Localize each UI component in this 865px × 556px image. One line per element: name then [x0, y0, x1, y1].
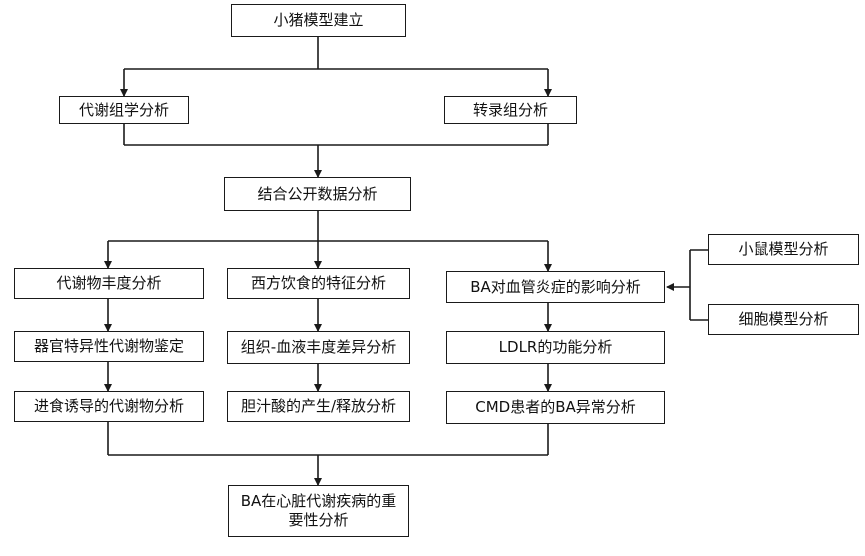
node-metabolomics: 代谢组学分析 [59, 96, 189, 124]
node-ldlr-label: LDLR的功能分析 [498, 338, 613, 357]
node-ba-inflammation: BA对血管炎症的影响分析 [446, 271, 665, 303]
node-final-importance-label: BA在心脏代谢疾病的重要性分析 [240, 492, 397, 529]
node-transcriptomics-label: 转录组分析 [472, 100, 548, 119]
node-public-data: 结合公开数据分析 [224, 177, 411, 211]
node-metabolomics-label: 代谢组学分析 [78, 100, 169, 119]
node-transcriptomics: 转录组分析 [444, 96, 577, 124]
node-organ-specific-label: 器官特异性代谢物鉴定 [33, 337, 184, 356]
node-public-data-label: 结合公开数据分析 [257, 184, 378, 203]
node-tissue-blood-label: 组织-血液丰度差异分析 [240, 338, 397, 357]
node-western-diet: 西方饮食的特征分析 [227, 268, 410, 299]
node-bile-acid-label: 胆汁酸的产生/释放分析 [240, 397, 397, 416]
node-cell-model-label: 细胞模型分析 [738, 310, 829, 329]
node-tissue-blood: 组织-血液丰度差异分析 [227, 331, 410, 364]
node-final-importance: BA在心脏代谢疾病的重要性分析 [228, 485, 409, 537]
node-pig-model-label: 小猪模型建立 [273, 11, 364, 30]
node-feeding-induced: 进食诱导的代谢物分析 [14, 391, 204, 422]
node-western-diet-label: 西方饮食的特征分析 [250, 274, 386, 293]
node-organ-specific: 器官特异性代谢物鉴定 [14, 331, 204, 362]
node-metabolite-abundance-label: 代谢物丰度分析 [56, 274, 162, 293]
node-pig-model: 小猪模型建立 [231, 4, 406, 37]
node-cmd-patients-label: CMD患者的BA异常分析 [475, 398, 636, 417]
node-mouse-model: 小鼠模型分析 [708, 234, 859, 265]
node-feeding-induced-label: 进食诱导的代谢物分析 [33, 397, 184, 416]
node-mouse-model-label: 小鼠模型分析 [738, 240, 829, 259]
node-cell-model: 细胞模型分析 [708, 304, 859, 335]
node-ldlr: LDLR的功能分析 [446, 331, 665, 364]
node-ba-inflammation-label: BA对血管炎症的影响分析 [470, 277, 641, 296]
node-cmd-patients: CMD患者的BA异常分析 [446, 391, 665, 424]
node-metabolite-abundance: 代谢物丰度分析 [14, 268, 204, 299]
node-bile-acid: 胆汁酸的产生/释放分析 [227, 391, 410, 422]
